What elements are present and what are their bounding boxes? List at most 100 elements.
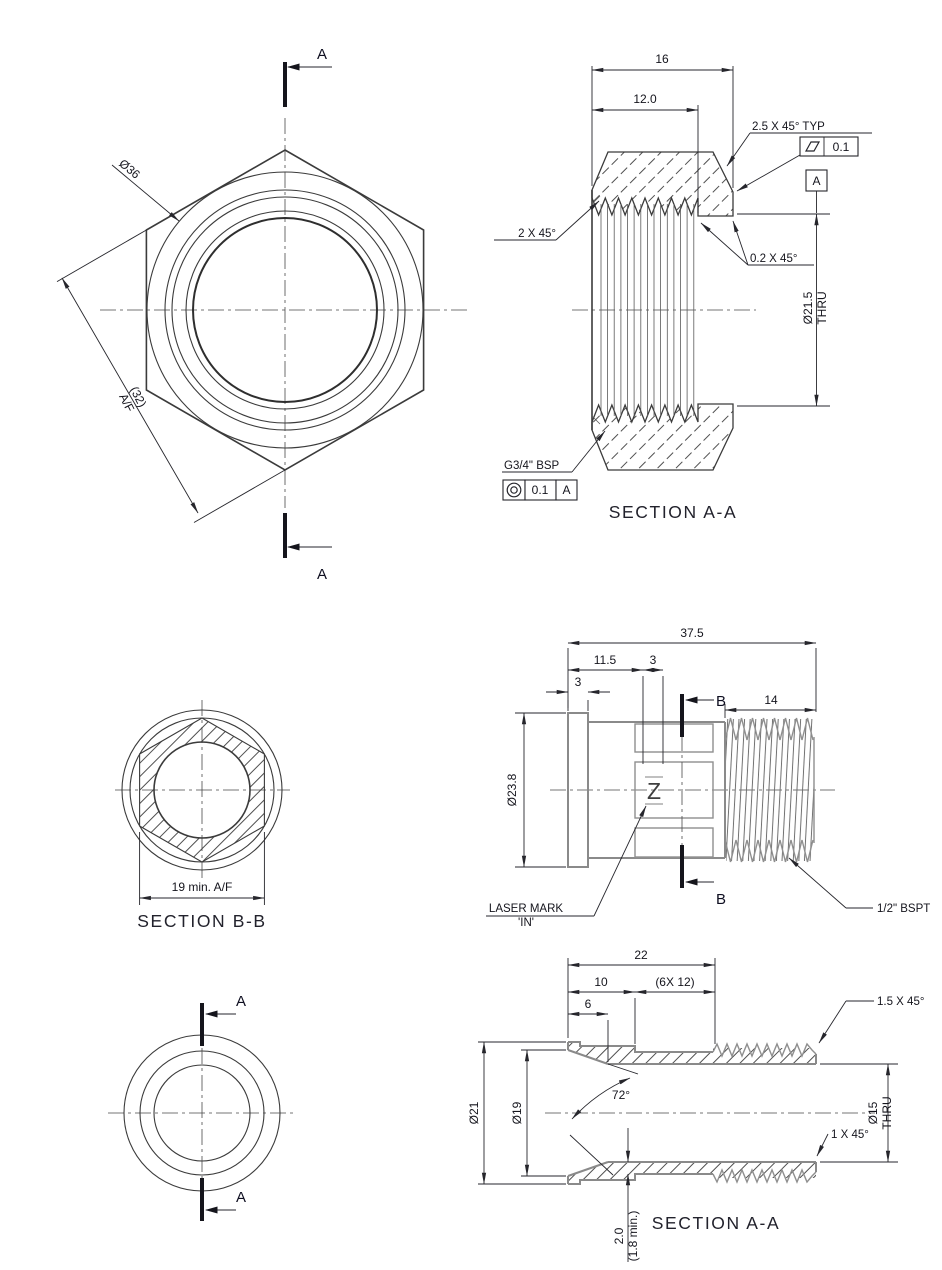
concentricity-icon-outer [506, 482, 522, 498]
dim-22: 22 [634, 948, 648, 962]
dim-14: 14 [764, 693, 778, 707]
nut-section-view: 16 12.0 2.5 X 45° TYP 0.1 A Ø21.5 THRU 2… [494, 52, 872, 522]
width-extension-lines [591, 66, 734, 213]
chamfer-typ-label: 2.5 X 45° TYP [752, 121, 825, 133]
bore-bottom-and-countersink [567, 1161, 817, 1184]
dia36-label: Ø36 [116, 156, 143, 182]
dia36-leader [111, 164, 180, 222]
thread-profile-top [712, 1042, 817, 1058]
dim-6x12: (6X 12) [655, 975, 694, 989]
section-letter-top: A [236, 993, 246, 1010]
section-bb-title: SECTION B-B [137, 911, 266, 931]
chamfer-02-label: 0.2 X 45° [750, 253, 797, 265]
laser-mark-window [634, 761, 714, 819]
dim-10: 10 [594, 975, 608, 989]
bspt-leader [788, 857, 847, 909]
flatness-symbol-icon [804, 141, 821, 152]
middle-circle [139, 1050, 265, 1176]
dim-72: 72° [612, 1088, 630, 1102]
wall-label-group: 2.0 (1.8 min.) [612, 1211, 640, 1262]
thread-profile-bottom [712, 1168, 817, 1184]
chamfer-15-label: 1.5 X 45° [877, 996, 924, 1008]
hex-flat-bottom [634, 827, 714, 858]
flange-extension-lines [567, 700, 589, 711]
af-dim: 19 min. A/F [172, 880, 233, 894]
angle-arc [571, 1077, 631, 1120]
outer-profile-bottom [568, 1173, 713, 1185]
section-letter-top: B [716, 693, 726, 710]
fitting-section-view: 22 10 (6X 12) 6 1.5 X 45° 72° Ø21 Ø19 Ø1… [467, 948, 924, 1262]
chamfer-1-label: 1 X 45° [831, 1129, 869, 1141]
fitting-front-view: A A [108, 993, 296, 1221]
wall-dim: 2.0 [612, 1227, 626, 1244]
chamfer-left-leader [555, 200, 600, 241]
hex-flat-top [634, 723, 714, 753]
dim-16: 16 [655, 52, 669, 66]
thread-shading [726, 719, 814, 861]
chamfer-typ-leader [726, 132, 751, 167]
dim-6: 6 [585, 997, 592, 1011]
fitting-side-view: Z 37.5 11.5 3 3 14 Ø23.8 B B LASER MARK … [486, 626, 930, 929]
flange-outline [567, 712, 589, 868]
laser-callout-leader [593, 805, 647, 917]
d15-dia: Ø15 [866, 1101, 880, 1124]
concentricity-icon-inner [510, 486, 518, 494]
internal-thread-lines [600, 204, 695, 416]
d15-label-group: Ø15 THRU [866, 1096, 894, 1129]
od-label-group: Ø23.8 [505, 773, 519, 806]
flatness-leader [736, 154, 801, 192]
d21-label-group: Ø21 [467, 1101, 481, 1124]
d21-extension-lines [478, 1041, 566, 1185]
concentricity-datum-cell [555, 479, 578, 501]
d15-extension-lines [820, 1063, 898, 1163]
section-aa-title: SECTION A-A [609, 502, 737, 522]
dim-375: 37.5 [680, 626, 704, 640]
bore-circle [153, 1064, 251, 1162]
concentricity-datum: A [562, 483, 570, 497]
chamfer-left-label: 2 X 45° [518, 228, 556, 240]
section-letter-bottom: B [716, 891, 726, 908]
thread-callout-leader [571, 430, 606, 473]
laser-callout-line1: LASER MARK [489, 903, 563, 915]
bspt-callout: 1/2" BSPT [877, 903, 930, 915]
section-material-bottom [591, 403, 734, 471]
len-extension-lines [567, 648, 817, 712]
d19-dim: Ø19 [510, 1101, 524, 1124]
section-material-top [591, 151, 734, 217]
hex-flats-outline [139, 717, 265, 863]
section-letter-bottom: A [236, 1189, 246, 1206]
dim-3b: 3 [575, 675, 582, 689]
section-letter-top: A [317, 46, 327, 63]
bore-top-and-countersink [567, 1042, 817, 1065]
angle-extension-lines [569, 1063, 639, 1176]
section-letter-bottom: A [317, 566, 327, 583]
af-label-group: (32) A/F [116, 384, 149, 414]
af-extension-2 [193, 469, 286, 523]
chamfer-15-leader [818, 1000, 847, 1044]
dim-12: 12.0 [633, 92, 657, 106]
section-aa2-title: SECTION A-A [652, 1213, 780, 1233]
laser-mark-glyph: Z [647, 778, 661, 804]
af-dim-line [61, 277, 199, 514]
laser-mark-ticks [645, 776, 663, 805]
wall-min: (1.8 min.) [626, 1211, 640, 1262]
af-extension-lines [139, 832, 265, 905]
chamfer-02-leader-2 [732, 220, 749, 266]
bore-thru: THRU [815, 291, 829, 324]
d15-thru: THRU [880, 1096, 894, 1129]
chamfer-1-leader [816, 1133, 829, 1157]
laser-callout-line2: 'IN' [518, 917, 534, 929]
laser-band-extension-lines [642, 676, 664, 764]
dim-115: 11.5 [594, 653, 617, 667]
od-dim: Ø23.8 [505, 773, 519, 806]
thread-callout-label: G3/4" BSP [504, 460, 560, 472]
thread-crest-bottom [724, 839, 814, 863]
bore-dia: Ø21.5 [801, 291, 815, 324]
outer-circle [121, 709, 283, 871]
d19-label-group: Ø19 [510, 1101, 524, 1124]
datum-letter: A [812, 174, 820, 188]
concentricity-value: 0.1 [532, 483, 549, 497]
body-outline [588, 721, 726, 859]
d21-dim: Ø21 [467, 1101, 481, 1124]
